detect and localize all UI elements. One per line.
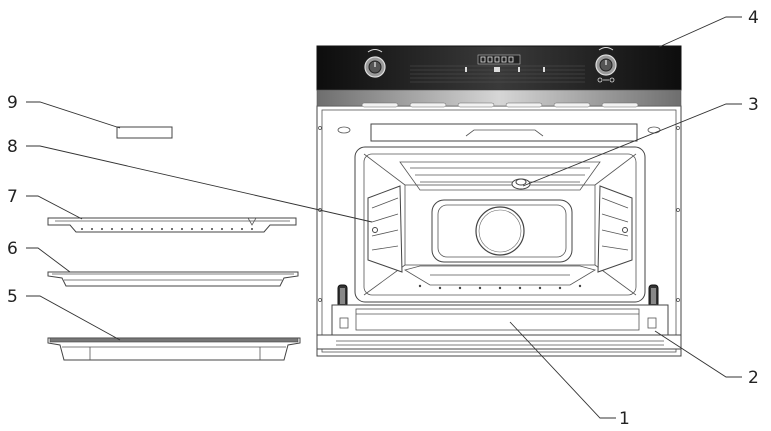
callout-labels: 1 2 3 4 5 6 7 8 9: [7, 8, 759, 429]
rack-dots: [81, 228, 253, 230]
display-digits: [480, 56, 514, 63]
right-hinge: [648, 284, 659, 308]
top-left-latch: [337, 126, 351, 134]
top-handle: [465, 129, 544, 137]
callout-7: 7: [7, 187, 18, 207]
bottom-dots: [418, 284, 582, 290]
oven: [316, 45, 682, 357]
callout-8: 8: [7, 137, 18, 157]
callout-4: 4: [748, 8, 759, 28]
control-panel-band: [316, 89, 682, 107]
bottom-drawer: [316, 304, 682, 350]
accessory-7-wire-rack: [47, 217, 297, 233]
vent-slots: [361, 102, 639, 108]
accessory-9-plate: [116, 126, 173, 139]
accessory-5-deep-tray: [47, 337, 301, 361]
fan-cover: [475, 206, 525, 256]
top-strip: [370, 123, 638, 142]
control-panel: [316, 45, 682, 108]
callout-6: 6: [7, 239, 18, 259]
callout-5: 5: [7, 287, 18, 307]
callout-3: 3: [748, 95, 759, 115]
left-hinge: [337, 284, 348, 308]
callout-leaders: [26, 16, 742, 419]
cavity-light: [511, 178, 531, 190]
callout-9: 9: [7, 93, 18, 113]
right-knob-arc-icon: [598, 47, 614, 51]
accessory-6-shallow-tray: [47, 271, 299, 287]
oven-frame-inner: [321, 109, 677, 353]
left-knob-arc-icon: [367, 49, 383, 53]
left-knob[interactable]: [364, 56, 386, 78]
oven-cavity: [354, 146, 646, 303]
top-grill: [399, 161, 601, 191]
left-shelf-guide: [367, 185, 403, 273]
right-knob-symbols-icon: [597, 77, 615, 83]
callout-1: 1: [619, 409, 630, 429]
callout-2: 2: [748, 368, 759, 388]
right-shelf-guide: [597, 185, 633, 273]
right-knob[interactable]: [595, 54, 617, 76]
indicator-dots: [465, 67, 545, 72]
